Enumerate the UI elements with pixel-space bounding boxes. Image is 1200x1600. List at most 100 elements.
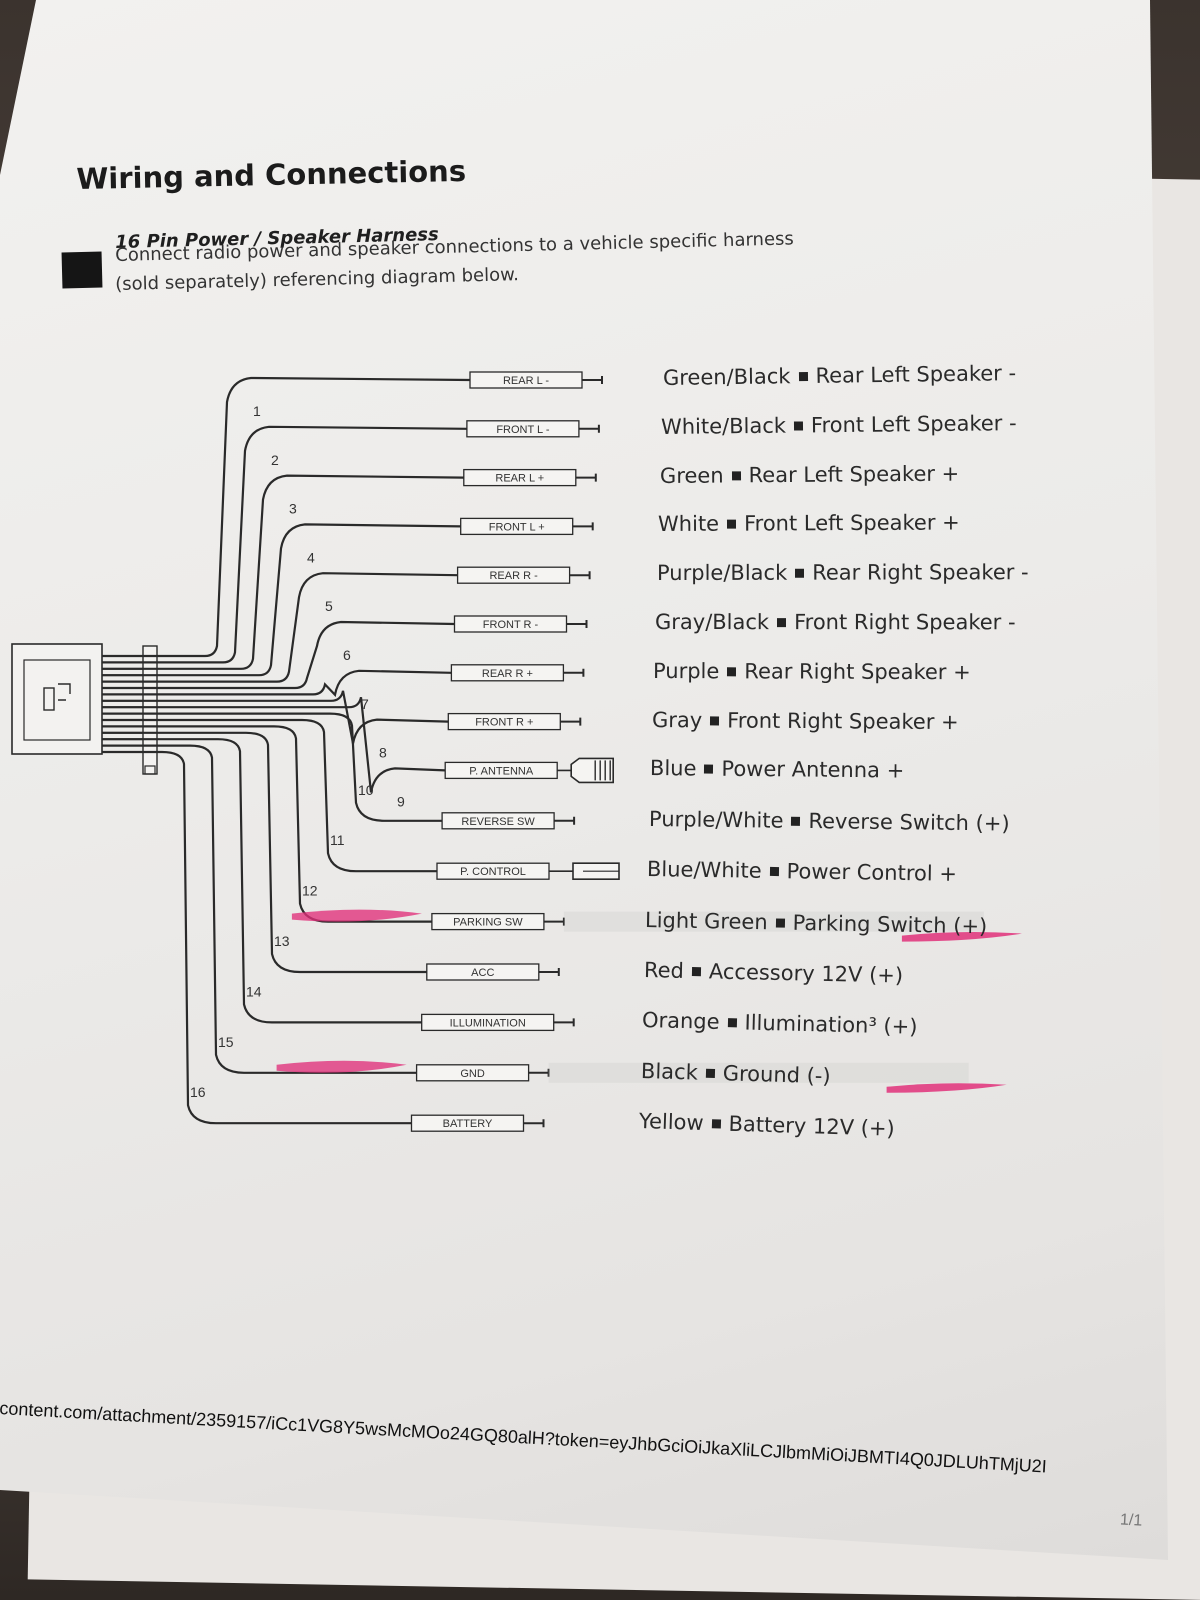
wire-9	[102, 696, 446, 793]
wire-function: Power Control +	[786, 859, 958, 887]
bullet-square-icon	[794, 420, 804, 430]
highlighter-mark-left	[276, 1060, 407, 1073]
wire-14	[102, 738, 422, 1024]
wire-function: Front Left Speaker -	[811, 410, 1018, 438]
pin-number-2: 2	[271, 452, 279, 468]
pin-number-6: 6	[343, 647, 351, 663]
wire-function: Illumination³ (+)	[744, 1010, 918, 1040]
wire-color-name: Yellow	[638, 1109, 704, 1136]
bullet-square-icon	[775, 917, 786, 927]
wire-end-12	[543, 917, 565, 926]
pin-number-4: 4	[307, 549, 315, 565]
highlighter-mark-left	[291, 909, 422, 922]
wire-function: Ground (-)	[722, 1061, 831, 1089]
bullet-square-icon	[731, 470, 741, 480]
wire-tag-3: REAR L +	[495, 473, 544, 485]
pin-number-3: 3	[289, 501, 297, 517]
wire-color-name: Black	[640, 1058, 698, 1085]
highlight-shade	[563, 911, 984, 932]
manual-page: Wiring and Connections 16 Pin Power / Sp…	[0, 0, 1168, 1560]
wire-color-name: Green/Black	[662, 364, 791, 390]
wire-end-6	[566, 620, 588, 628]
wire-function: Front Left Speaker +	[744, 510, 960, 536]
wire-end-1	[582, 376, 603, 384]
wire-color-name: Orange	[641, 1008, 721, 1035]
wire-end-16	[523, 1119, 545, 1128]
wire-end-5	[569, 571, 591, 580]
bullet-square-icon	[790, 816, 801, 826]
wire-16	[102, 750, 412, 1125]
wire-color-name: Red	[643, 958, 684, 983]
wire-15	[102, 744, 417, 1074]
wire-function: Accessory 12V (+)	[708, 959, 904, 988]
bullet-square-icon	[704, 764, 714, 774]
wire-end-8	[560, 717, 582, 726]
wire-3	[102, 474, 464, 670]
pin-number-7: 7	[361, 696, 369, 712]
bullet-square-icon	[794, 568, 804, 578]
wire-label-8: Gray Front Right Speaker +	[652, 708, 959, 734]
wire-tag-12: PARKING SW	[453, 917, 523, 929]
wire-tag-4: FRONT L +	[489, 521, 545, 533]
bullet-square-icon	[798, 371, 808, 381]
wire-11	[102, 718, 437, 873]
wire-tag-6: FRONT R -	[483, 619, 539, 631]
wire-function: Reverse Switch (+)	[807, 808, 1010, 836]
wire-tag-9: P. ANTENNA	[469, 765, 534, 777]
wire-color-name: Light Green	[645, 907, 769, 934]
wire-13	[102, 731, 427, 974]
harness-connector	[11, 643, 103, 755]
pin-number-13: 13	[274, 933, 290, 949]
connector-latch	[58, 683, 71, 701]
harness-connector-face	[23, 659, 91, 741]
wire-7	[102, 669, 452, 698]
wire-tag-2: FRONT L -	[496, 424, 550, 436]
pin-number-10: 10	[358, 782, 374, 798]
wire-color-name: Purple/White	[648, 806, 784, 833]
highlighter-mark-right	[886, 1083, 1007, 1093]
wire-end-2	[578, 424, 600, 433]
wire-function: Rear Right Speaker +	[744, 659, 972, 685]
pin-number-15: 15	[218, 1034, 234, 1050]
wire-end-7	[563, 668, 585, 677]
wire-color-name: White/Black	[661, 413, 787, 439]
wire-function: Front Right Speaker +	[726, 708, 959, 734]
wire-tag-14: ILLUMINATION	[450, 1017, 526, 1029]
wire-5	[102, 572, 458, 683]
bullet-square-icon	[709, 715, 720, 725]
pin-number-9: 9	[397, 793, 405, 809]
wire-color-name: Gray	[651, 707, 703, 732]
antenna-plug-icon	[557, 757, 614, 784]
wire-2	[102, 425, 467, 664]
wire-function: Power Antenna +	[721, 757, 905, 783]
wire-label-2: White/Black Front Left Speaker -	[661, 411, 1017, 439]
pin-number-11: 11	[330, 832, 345, 848]
wire-end-13	[538, 968, 560, 976]
wire-end-3	[575, 473, 597, 482]
wire-color-name: Purple/Black	[656, 560, 787, 586]
wire-function: Rear Left Speaker -	[815, 361, 1017, 388]
bullet-square-icon	[691, 966, 701, 976]
pin-number-16: 16	[190, 1084, 206, 1100]
wire-tag-11: P. CONTROL	[460, 866, 526, 878]
wire-tag-7: REAR R +	[482, 668, 533, 680]
harness-clamp-tab	[144, 765, 156, 775]
pin-number-14: 14	[246, 983, 262, 999]
wire-color-name: Purple	[653, 658, 720, 684]
wire-color-name: Green	[659, 463, 724, 488]
highlight-shade	[548, 1062, 969, 1083]
bullet-square-icon	[711, 1118, 721, 1129]
page-corner-text: 1/1	[1119, 1511, 1143, 1530]
bullet-square-icon	[769, 866, 779, 876]
wire-function: Parking Switch (+)	[792, 910, 988, 938]
wire-label-15: Black Ground (-)	[640, 1059, 830, 1088]
bullet-square-icon	[705, 1068, 715, 1078]
pin-number-5: 5	[325, 598, 333, 614]
wire-function: Rear Left Speaker +	[748, 461, 960, 487]
bullet-square-icon	[777, 617, 787, 627]
